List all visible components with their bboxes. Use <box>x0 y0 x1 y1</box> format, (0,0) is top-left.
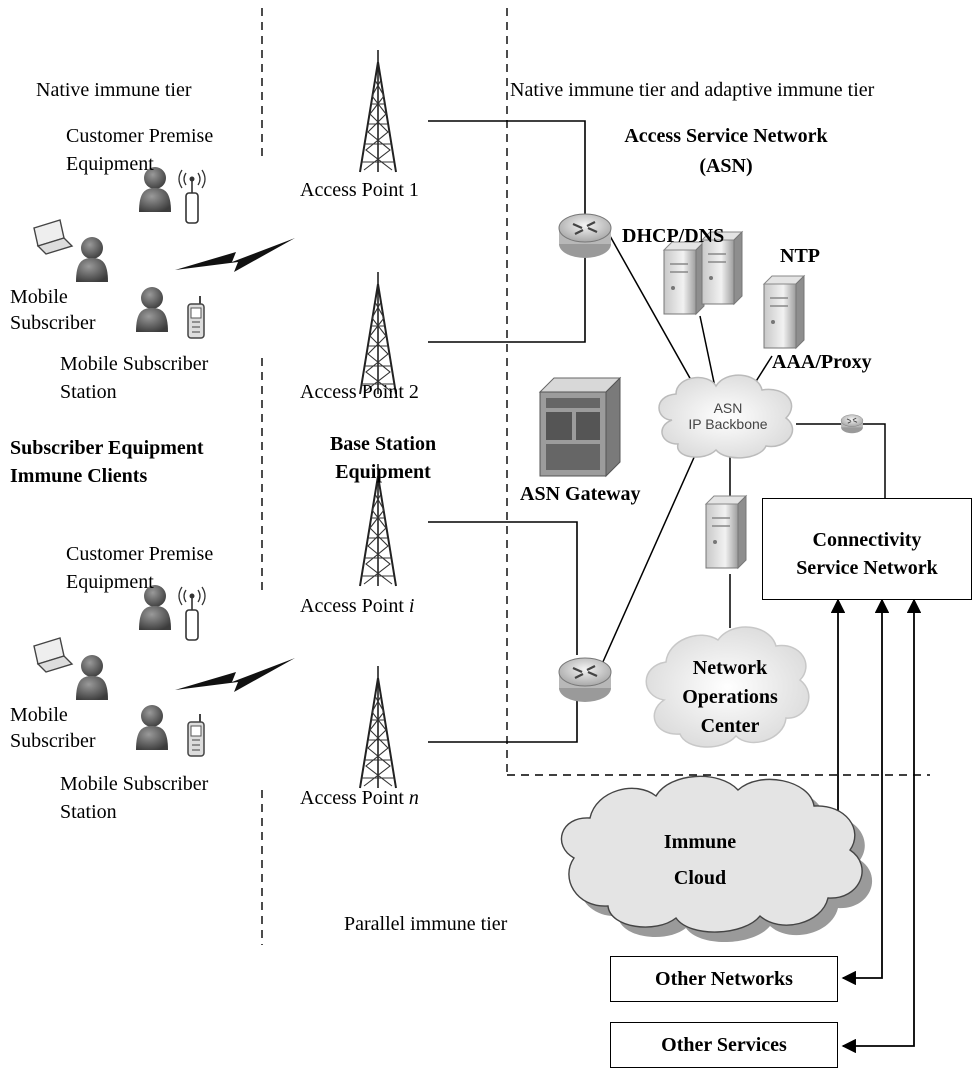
cpe-label-bottom: Customer Premise Equipment <box>66 543 214 593</box>
small-router-icon <box>840 414 864 434</box>
laptop-icon-top <box>33 219 73 255</box>
link-ap2-router <box>428 252 586 343</box>
immune-cloud <box>560 775 863 933</box>
server-icon-noc <box>705 495 747 569</box>
subscriber-group-label: Subscriber Equipment Immune Clients <box>10 437 204 487</box>
tier-label-native: Native immune tier <box>36 79 192 101</box>
mobile-subscriber-label-top: Mobile Subscriber <box>10 286 96 334</box>
other-networks-box <box>610 956 838 1002</box>
ap2-label: Access Point 2 <box>300 381 419 403</box>
noc-cloud <box>645 626 810 748</box>
apn-label: Access Point n <box>300 787 419 809</box>
person-icon-station-bottom <box>136 705 168 750</box>
tower-icon-ap1 <box>359 49 397 173</box>
base-station-group-label: Base Station Equipment <box>329 433 437 483</box>
server-icon-dhcp-1 <box>663 241 705 315</box>
asn-gateway-icon <box>538 376 622 478</box>
wireless-link-icon-bottom <box>175 658 295 692</box>
tower-icon-apn <box>359 665 397 789</box>
phone-icon-station-bottom <box>187 713 205 757</box>
tower-icon-ap2 <box>359 271 397 395</box>
other-networks-label: Other Networks <box>655 968 793 990</box>
noc-label: Network Operations Center <box>682 657 778 737</box>
arrow-csn-other-networks <box>841 598 890 986</box>
asn-gateway-label: ASN Gateway <box>520 483 641 505</box>
dhcp-dns-label: DHCP/DNS <box>622 225 725 247</box>
tier-label-native-adaptive: Native immune tier and adaptive immune t… <box>510 79 875 101</box>
aaa-proxy-label: AAA/Proxy <box>772 351 872 373</box>
link-apn-router <box>428 695 578 743</box>
asn-title: Access Service Network (ASN) <box>624 125 828 177</box>
wireless-link-icon-top <box>175 238 295 272</box>
tier-label-parallel: Parallel immune tier <box>344 913 508 935</box>
mobile-station-label-top: Mobile Subscriber Station <box>60 353 209 403</box>
person-icon-mobile-bottom <box>76 655 108 700</box>
asn-backbone-cloud <box>658 374 794 459</box>
other-services-label: Other Services <box>661 1034 787 1056</box>
link-api-router <box>428 521 578 655</box>
api-label: Access Point i <box>300 595 415 617</box>
csn-box <box>762 498 972 600</box>
server-icon-ntp <box>763 275 805 349</box>
other-services-box <box>610 1022 838 1068</box>
link-ap1-router <box>428 120 586 220</box>
phone-icon-station-top <box>187 295 205 339</box>
router-icon-top <box>557 212 613 260</box>
router-icon-bottom <box>557 656 613 704</box>
ap1-label: Access Point 1 <box>300 179 419 201</box>
laptop-icon-bottom <box>33 637 73 673</box>
link-backbone-csn <box>796 423 886 498</box>
immune-cloud-label: Immune Cloud <box>663 831 737 889</box>
cpe-label-top: Customer Premise Equipment <box>66 125 214 175</box>
asn-backbone-label: ASN IP Backbone <box>688 400 768 432</box>
person-icon-mobile-top <box>76 237 108 282</box>
link-router2-backbone <box>601 443 701 665</box>
link-dhcp-backbone <box>699 315 717 393</box>
person-icon-station-top <box>136 287 168 332</box>
mobile-station-label-bottom: Mobile Subscriber Station <box>60 773 209 823</box>
mobile-subscriber-label-bottom: Mobile Subscriber <box>10 704 96 752</box>
csn-label: Connectivity Service Network <box>796 529 938 579</box>
link-router1-backbone <box>609 235 701 397</box>
arrow-csn-other-services <box>841 598 922 1054</box>
ntp-label: NTP <box>780 245 820 267</box>
